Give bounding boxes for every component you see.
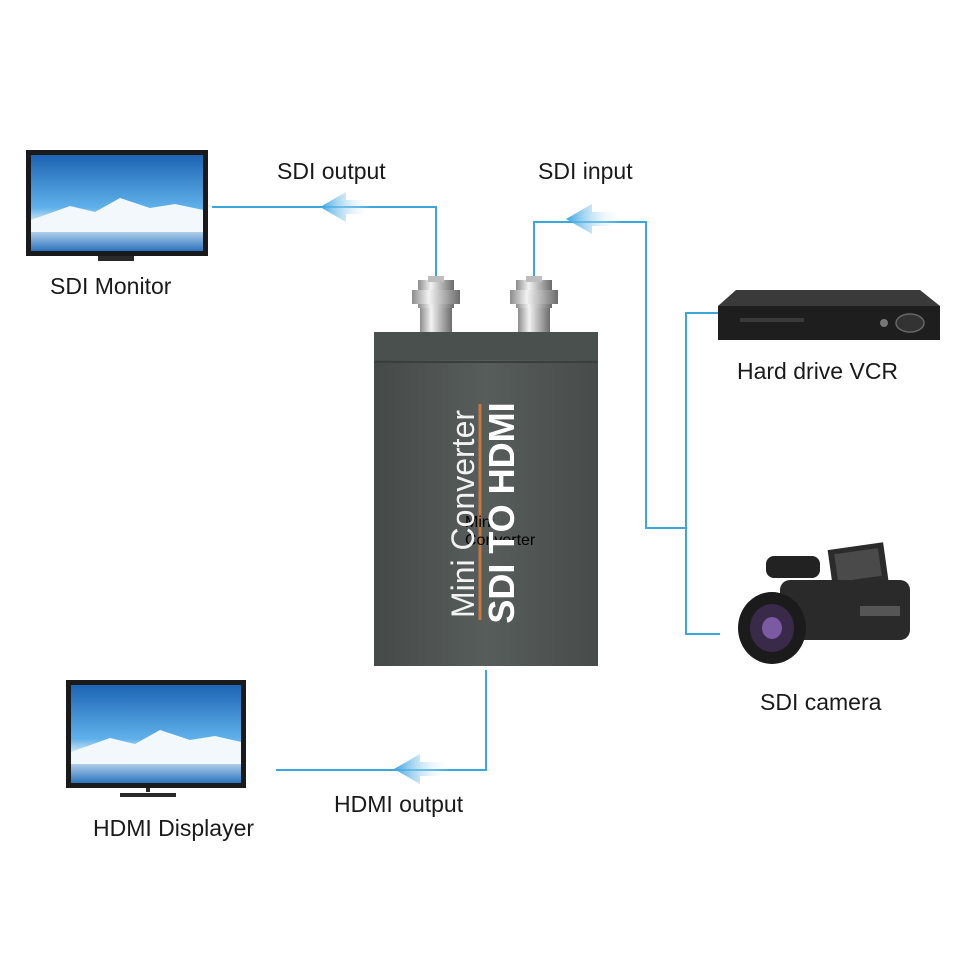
sdi-input-arrow	[566, 204, 622, 234]
hdmi-output-label: HDMI output	[334, 791, 464, 817]
camcorder-icon	[738, 542, 910, 664]
sdi-output-arrow	[320, 192, 372, 222]
sdi-input-label: SDI input	[538, 158, 633, 184]
sdi-input-line	[533, 221, 686, 529]
hdmi-displayer-label: HDMI Displayer	[93, 815, 255, 841]
sdi-monitor-tv-icon	[26, 150, 208, 261]
mini-converter-device	[374, 332, 598, 666]
sdi-monitor-label: SDI Monitor	[50, 273, 172, 299]
converter-title-text: Mini Converter	[445, 409, 481, 619]
sdi-output-label: SDI output	[277, 158, 386, 184]
sdi-output-line	[212, 206, 437, 282]
sdi-camera-label: SDI camera	[760, 689, 882, 715]
converter-model-text: SDI TO HDMI	[481, 402, 522, 624]
vcr-branch-line	[685, 312, 720, 635]
hdmi-displayer-tv-icon	[66, 680, 246, 797]
hdmi-output-line	[276, 670, 487, 771]
bnc-connector-icon	[412, 276, 460, 334]
connector-lines	[212, 206, 720, 771]
hdmi-output-arrow	[394, 754, 450, 784]
bnc-connector-icon	[510, 276, 558, 334]
hard-drive-vcr-label: Hard drive VCR	[737, 358, 899, 384]
dvr-recorder-icon	[718, 290, 940, 340]
